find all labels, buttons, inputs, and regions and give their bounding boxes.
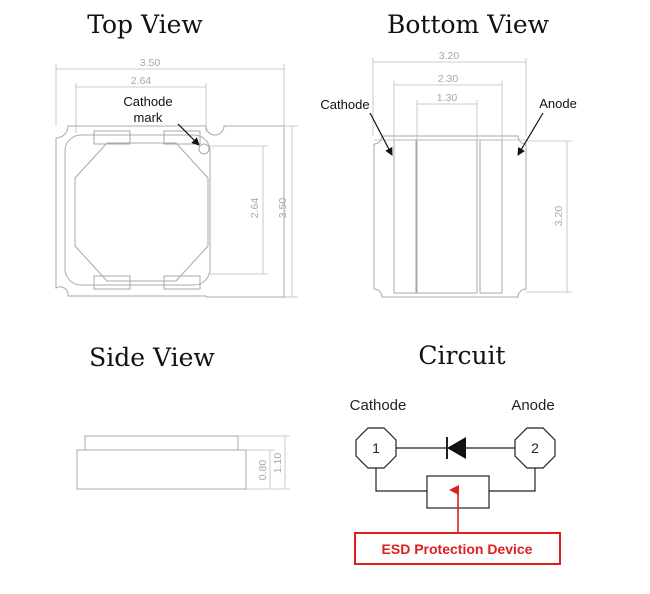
bottom-dim-width-3: 1.30 <box>416 92 478 140</box>
side-lens <box>84 435 239 451</box>
bottom-view: Bottom View 3.20 2.30 1.30 <box>320 10 577 298</box>
pin-1-octagon <box>355 427 397 469</box>
side-view: Side View 0.80 1.10 <box>76 343 290 490</box>
bottom-dim-width-2-label: 2.30 <box>438 73 459 85</box>
esd-callout-label: ESD Protection Device <box>382 541 533 557</box>
bottom-cathode-arrow <box>369 112 393 156</box>
side-dim-2: 1.10 <box>238 435 290 489</box>
top-pad-upper-right <box>163 130 201 145</box>
top-dim-inner-width: 2.64 <box>75 75 207 133</box>
side-body <box>76 449 247 490</box>
cathode-mark-arrow <box>177 123 200 146</box>
side-view-title: Side View <box>89 343 215 372</box>
top-inner-frame <box>64 134 211 286</box>
bottom-pad-anode <box>479 139 503 294</box>
pin-2-label: 2 <box>531 440 539 456</box>
bottom-pad-cathode <box>393 139 417 294</box>
cathode-mark-label-line1: Cathode <box>123 94 172 109</box>
bottom-dim-height: 3.20 <box>526 140 572 293</box>
cathode-mark-circle <box>198 143 210 155</box>
top-view: Top View 3.50 2.64 <box>55 10 298 298</box>
top-dim-inner-height-label: 2.64 <box>249 198 261 219</box>
top-dim-inner-height: 2.64 <box>210 145 268 275</box>
top-dim-outer-height: 3.50 <box>277 125 298 298</box>
bottom-anode-arrow <box>517 112 544 156</box>
bottom-dim-height-label: 3.20 <box>553 206 565 227</box>
top-pad-lower-right <box>163 275 201 290</box>
bottom-dim-width-1: 3.20 <box>372 50 527 136</box>
bottom-dim-width-3-label: 1.30 <box>437 92 458 104</box>
bottom-package-outline <box>373 135 527 298</box>
diode-triangle-icon <box>447 437 466 459</box>
bottom-view-title: Bottom View <box>387 10 550 39</box>
top-pad-lower-left <box>93 275 131 290</box>
circuit-title: Circuit <box>418 341 505 370</box>
side-dim-1: 0.80 <box>246 449 290 490</box>
circuit-cathode-label: Cathode <box>350 397 407 414</box>
side-dim-2-label: 1.10 <box>272 453 284 474</box>
bottom-dim-width-1-label: 3.20 <box>439 50 460 62</box>
top-lens-octagon <box>74 142 209 282</box>
top-dim-inner-width-label: 2.64 <box>131 75 152 87</box>
pin-1-label: 1 <box>372 440 380 456</box>
bottom-cathode-label: Cathode <box>320 97 369 112</box>
cathode-mark-label-line2: mark <box>134 110 163 125</box>
bottom-dim-width-2: 2.30 <box>393 73 503 140</box>
top-pad-upper-left <box>93 130 131 145</box>
bottom-pad-center <box>416 139 478 294</box>
esd-callout-box <box>354 532 561 565</box>
bottom-anode-label: Anode <box>539 96 577 111</box>
circuit: Circuit Cathode Anode 1 2 ESD Protection… <box>350 341 561 565</box>
top-dim-outer-width: 3.50 <box>55 57 285 126</box>
top-view-title: Top View <box>87 10 203 39</box>
top-dim-outer-width-label: 3.50 <box>140 57 161 69</box>
side-dim-1-label: 0.80 <box>257 460 269 481</box>
top-dim-outer-height-label: 3.50 <box>277 198 289 219</box>
pin-2-octagon <box>514 427 556 469</box>
top-package-outline <box>55 125 285 298</box>
circuit-anode-label: Anode <box>511 397 554 414</box>
